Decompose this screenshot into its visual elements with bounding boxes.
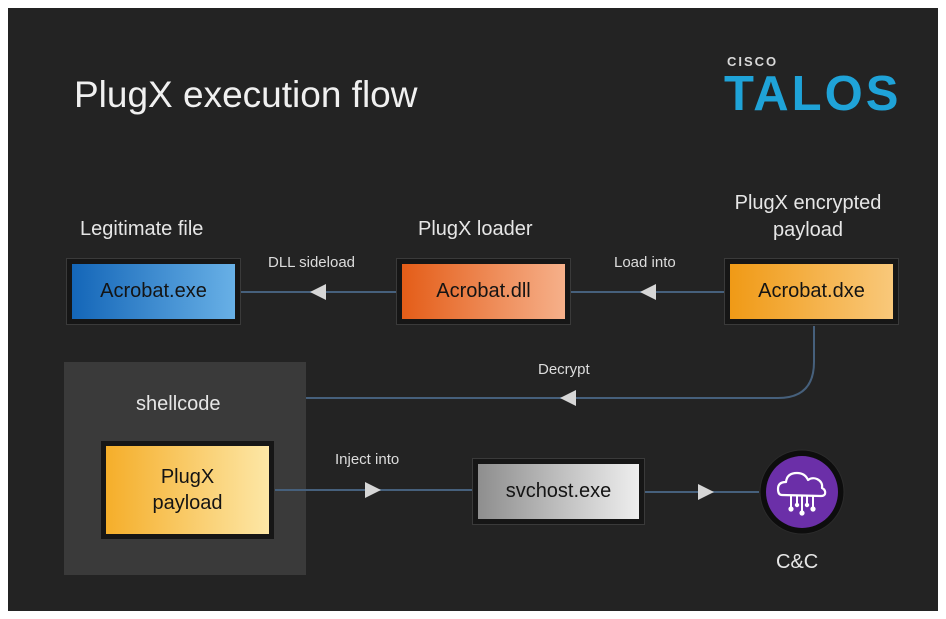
edge-svchost-cc-arrowhead <box>698 484 714 500</box>
node-plugx-payload-line1: PlugX <box>160 466 215 488</box>
cloud-network-icon <box>759 449 845 535</box>
logo-talos-text: TALOS <box>724 67 902 121</box>
node-acrobat-dll: Acrobat.dll <box>396 258 571 325</box>
label-cc: C&C <box>776 551 819 573</box>
node-plugx-payload-line2: payload <box>152 492 223 514</box>
edge-load-into-arrowhead <box>640 284 656 300</box>
edge-decrypt-line <box>306 326 815 399</box>
label-dll-sideload: DLL sideload <box>268 254 356 271</box>
heading-payload-line1: PlugX encrypted <box>734 192 882 214</box>
cc-node <box>759 449 845 535</box>
heading-payload-line2: payload <box>772 219 844 241</box>
node-plugx-payload-text: PlugX payload <box>106 446 269 534</box>
heading-shellcode: shellcode <box>136 393 221 415</box>
edge-inject-into-arrowhead <box>365 482 381 498</box>
label-inject-into: Inject into <box>335 451 400 468</box>
node-svchost-exe-label: svchost.exe <box>478 464 639 519</box>
node-acrobat-exe: Acrobat.exe <box>66 258 241 325</box>
heading-legitimate-file: Legitimate file <box>80 218 204 240</box>
logo-cisco-text: CISCO <box>727 54 779 69</box>
node-svchost-exe: svchost.exe <box>472 458 645 525</box>
label-load-into: Load into <box>614 254 676 271</box>
edge-dll-sideload-arrowhead <box>310 284 326 300</box>
node-plugx-payload: PlugX payload <box>100 440 275 540</box>
node-acrobat-exe-label: Acrobat.exe <box>72 264 235 319</box>
heading-plugx-loader: PlugX loader <box>418 218 533 240</box>
page-title: PlugX execution flow <box>74 74 418 115</box>
edge-decrypt-arrowhead <box>560 390 576 406</box>
node-acrobat-dll-label: Acrobat.dll <box>402 264 565 319</box>
label-decrypt: Decrypt <box>538 361 590 378</box>
node-acrobat-dxe-label: Acrobat.dxe <box>730 264 893 319</box>
node-acrobat-dxe: Acrobat.dxe <box>724 258 899 325</box>
